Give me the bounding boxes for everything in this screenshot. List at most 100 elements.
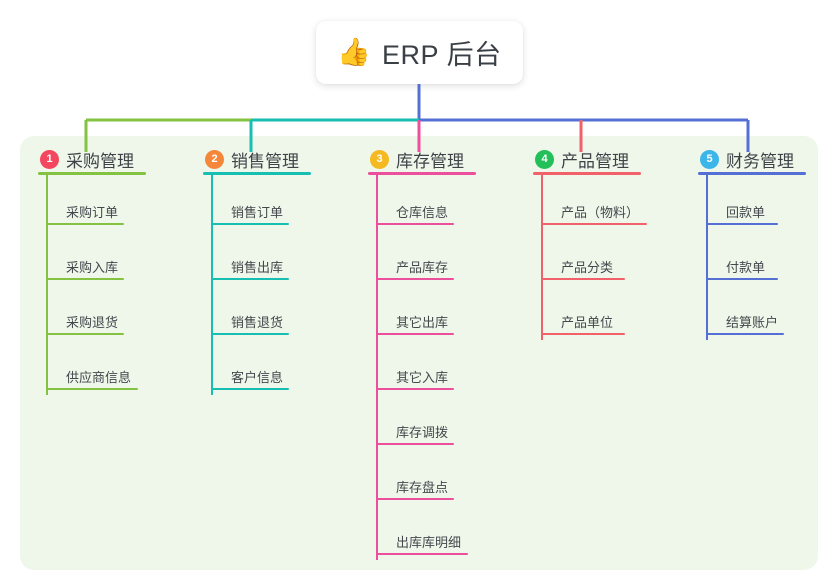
branch-underline [698, 172, 806, 175]
branch-spine [541, 175, 543, 340]
branch-item-underline [211, 223, 289, 225]
branch-item[interactable]: 销售出库 [203, 230, 299, 285]
branch-item-underline [46, 388, 138, 390]
branch-title: 库存管理 [396, 151, 464, 171]
branch-item[interactable]: 产品库存 [368, 230, 464, 285]
branch-item-underline [376, 498, 454, 500]
branch-item[interactable]: 客户信息 [203, 340, 299, 395]
branch-item-underline [541, 223, 647, 225]
branch-item[interactable]: 其它入库 [368, 340, 464, 395]
branch-item-label: 客户信息 [231, 370, 284, 385]
branch-header[interactable]: 4 产品管理 [533, 146, 641, 175]
branch-items: 产品（物料） 产品分类产品单位 [533, 175, 647, 340]
branch-item-label: 产品库存 [396, 260, 449, 275]
branch-item-underline [376, 553, 468, 555]
branch-item-label: 采购入库 [66, 260, 119, 275]
branch-item-label: 付款单 [726, 260, 766, 275]
root-title: ERP 后台 [382, 40, 502, 70]
branch-items: 销售订单销售出库销售退货客户信息 [203, 175, 299, 395]
branch-item-label: 采购订单 [66, 205, 119, 220]
branch-item-underline [541, 333, 625, 335]
branch-number-badge: 2 [205, 149, 224, 169]
branch-items: 采购订单采购入库采购退货供应商信息 [38, 175, 138, 395]
branch-item[interactable]: 产品（物料） [533, 175, 647, 230]
branch-item-label: 销售订单 [231, 205, 284, 220]
branch-header[interactable]: 5 财务管理 [698, 146, 806, 175]
branch-items: 仓库信息产品库存其它出库其它入库库存调拨库存盘点出库库明细 [368, 175, 468, 560]
branch-item[interactable]: 产品分类 [533, 230, 629, 285]
branch-number-badge: 4 [535, 149, 554, 169]
branch-item[interactable]: 结算账户 [698, 285, 794, 340]
branch-item-underline [706, 223, 778, 225]
branch-item[interactable]: 采购订单 [38, 175, 134, 230]
branch-item[interactable]: 采购入库 [38, 230, 134, 285]
branch-item-label: 销售退货 [231, 315, 284, 330]
branch-item-underline [46, 223, 124, 225]
branch-item-underline [376, 333, 454, 335]
branch-item[interactable]: 仓库信息 [368, 175, 464, 230]
branch-header[interactable]: 1 采购管理 [38, 146, 146, 175]
branch-spine [376, 175, 378, 560]
branch-title: 财务管理 [726, 151, 794, 171]
branch-number-badge: 1 [40, 149, 59, 169]
branch-item[interactable]: 供应商信息 [38, 340, 138, 395]
branch-item-label: 供应商信息 [66, 370, 132, 385]
branch-item[interactable]: 销售订单 [203, 175, 299, 230]
branch-item-label: 其它入库 [396, 370, 449, 385]
branch-column: 5 财务管理回款单付款单结算账户 [698, 146, 806, 340]
branch-item-label: 出库库明细 [396, 535, 462, 550]
branch-item-label: 库存盘点 [396, 480, 449, 495]
branch-underline [368, 172, 476, 175]
branch-item-underline [706, 278, 778, 280]
branch-item-label: 结算账户 [726, 315, 779, 330]
branch-item-label: 销售出库 [231, 260, 284, 275]
branch-item-underline [211, 278, 289, 280]
branch-underline [38, 172, 146, 175]
branch-spine [46, 175, 48, 395]
branch-column: 4 产品管理产品（物料） 产品分类产品单位 [533, 146, 647, 340]
branch-item-underline [211, 388, 289, 390]
branch-item[interactable]: 产品单位 [533, 285, 629, 340]
branch-item[interactable]: 采购退货 [38, 285, 134, 340]
branches-panel [20, 136, 818, 570]
branch-item[interactable]: 付款单 [698, 230, 794, 285]
root-node[interactable]: 👍 ERP 后台 [316, 21, 523, 84]
branch-spine [706, 175, 708, 340]
branch-item[interactable]: 其它出库 [368, 285, 464, 340]
branch-column: 2 销售管理销售订单销售出库销售退货客户信息 [203, 146, 311, 395]
branch-number-badge: 3 [370, 149, 389, 169]
branch-spine [211, 175, 213, 395]
branch-item-underline [46, 333, 124, 335]
branch-item[interactable]: 库存调拨 [368, 395, 464, 450]
branch-item-underline [376, 223, 454, 225]
branch-items: 回款单付款单结算账户 [698, 175, 794, 340]
branch-title: 销售管理 [231, 151, 299, 171]
branch-title: 采购管理 [66, 151, 134, 171]
branch-title: 产品管理 [561, 151, 629, 171]
branch-item-underline [46, 278, 124, 280]
branch-underline [533, 172, 641, 175]
branch-item[interactable]: 库存盘点 [368, 450, 464, 505]
branch-item-label: 产品（物料） [561, 205, 640, 220]
branch-item-underline [376, 388, 454, 390]
branch-item[interactable]: 出库库明细 [368, 505, 468, 560]
branch-item-label: 采购退货 [66, 315, 119, 330]
branch-header[interactable]: 3 库存管理 [368, 146, 476, 175]
branch-number-badge: 5 [700, 149, 719, 169]
branch-item-label: 库存调拨 [396, 425, 449, 440]
branch-column: 1 采购管理采购订单采购入库采购退货供应商信息 [38, 146, 146, 395]
branch-item-underline [541, 278, 625, 280]
branch-item-label: 仓库信息 [396, 205, 449, 220]
branch-item-underline [706, 333, 784, 335]
branch-item-underline [376, 443, 454, 445]
branch-item[interactable]: 销售退货 [203, 285, 299, 340]
branch-header[interactable]: 2 销售管理 [203, 146, 311, 175]
branch-underline [203, 172, 311, 175]
branch-item-label: 其它出库 [396, 315, 449, 330]
branch-item-underline [376, 278, 454, 280]
branch-item-label: 回款单 [726, 205, 766, 220]
branch-item-underline [211, 333, 289, 335]
branch-item-label: 产品单位 [561, 315, 614, 330]
branch-item[interactable]: 回款单 [698, 175, 794, 230]
